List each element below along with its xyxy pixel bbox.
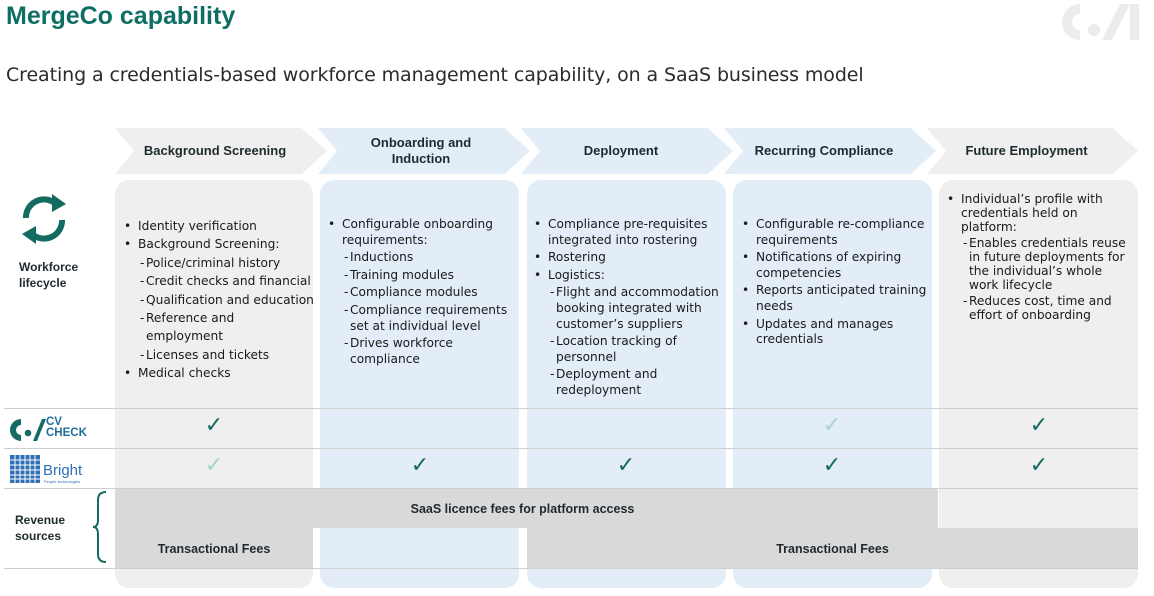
list-item: Medical checks bbox=[124, 364, 314, 383]
list-item: Individual’s profile with credentials he… bbox=[947, 192, 1133, 234]
list-item: Deployment and redeployment bbox=[534, 367, 722, 398]
stage-onboarding: Onboarding and Induction bbox=[318, 128, 530, 174]
list-item: Qualification and education bbox=[124, 291, 314, 310]
bracket-icon bbox=[92, 491, 107, 563]
transactional-band-right bbox=[527, 528, 1138, 568]
cvcheck-check-icon: ✓ bbox=[1029, 413, 1049, 438]
list-item: Reduces cost, time and effort of onboard… bbox=[947, 294, 1133, 322]
bright-tagline: People technologies bbox=[44, 479, 81, 484]
list-item: Notifications of expiring competencies bbox=[742, 250, 928, 281]
list-item: Identity verification bbox=[124, 217, 314, 236]
list-item: Training modules bbox=[328, 268, 514, 284]
list-item: Background Screening: bbox=[124, 235, 314, 254]
refresh-cycle-icon bbox=[22, 194, 66, 244]
bright-check-icon: ✓ bbox=[410, 453, 430, 478]
cvcheck-label-line1: CV bbox=[46, 416, 62, 428]
list-item: Compliance requirements set at individua… bbox=[328, 303, 514, 334]
bright-label: Bright bbox=[43, 462, 83, 479]
cvcheck-check-icon: ✓ bbox=[822, 413, 842, 438]
future-employment-list: Individual’s profile with credentials he… bbox=[947, 192, 1133, 322]
recurring-compliance-list: Configurable re-compliance requirements … bbox=[742, 217, 928, 348]
bright-grid-icon bbox=[10, 455, 40, 483]
bright-check-icon: ✓ bbox=[822, 453, 842, 478]
page-subtitle: Creating a credentials-based workforce m… bbox=[6, 64, 864, 86]
list-item: Rostering bbox=[534, 250, 722, 266]
list-item: Enables credentials reuse in future depl… bbox=[947, 236, 1133, 292]
onboarding-list: Configurable onboarding requirements: In… bbox=[328, 217, 514, 367]
stage-label: Onboarding and Induction bbox=[370, 135, 472, 166]
stage-label: Deployment bbox=[583, 143, 659, 158]
row-divider bbox=[4, 488, 1138, 489]
saas-band bbox=[115, 489, 938, 528]
list-item: Flight and accommodation booking integra… bbox=[534, 285, 722, 332]
cvcheck-label-line2: CHECK bbox=[46, 427, 87, 439]
row-divider bbox=[4, 448, 1138, 449]
transactional-fees-left: Transactional Fees bbox=[157, 542, 271, 556]
list-item: Compliance pre-requisites integrated int… bbox=[534, 217, 722, 248]
transactional-fees-right: Transactional Fees bbox=[776, 542, 889, 556]
stage-recurring-compliance: Recurring Compliance bbox=[724, 128, 936, 174]
list-item: Reference and employment bbox=[124, 309, 314, 346]
workforce-lifecycle-label: Workforce lifecycle bbox=[19, 260, 79, 290]
bright-check-icon: ✓ bbox=[204, 453, 224, 478]
bright-check-icon: ✓ bbox=[616, 453, 636, 478]
saas-fees-label: SaaS licence fees for platform access bbox=[410, 502, 635, 516]
stage-label: Recurring Compliance bbox=[754, 143, 894, 158]
cvcheck-logo-icon bbox=[10, 419, 46, 441]
stage-future-employment: Future Employment bbox=[927, 128, 1138, 174]
list-item: Logistics: bbox=[534, 268, 722, 284]
list-item: Compliance modules bbox=[328, 285, 514, 301]
list-item: Inductions bbox=[328, 250, 514, 266]
row-divider bbox=[4, 408, 1138, 409]
cvcheck-logo-icon bbox=[1062, 4, 1139, 40]
list-item: Licenses and tickets bbox=[124, 346, 314, 365]
transactional-band-left bbox=[115, 528, 313, 568]
list-item: Police/criminal history bbox=[124, 254, 314, 273]
stage-background-screening: Background Screening bbox=[115, 128, 327, 174]
page-title: MergeCo capability bbox=[6, 2, 236, 30]
list-item: Configurable onboarding requirements: bbox=[328, 217, 514, 248]
cvcheck-label: CV CHECK bbox=[46, 416, 87, 439]
bright-check-icon: ✓ bbox=[1029, 453, 1049, 478]
deployment-list: Compliance pre-requisites integrated int… bbox=[534, 217, 722, 399]
cvcheck-check-icon: ✓ bbox=[204, 413, 224, 438]
revenue-sources-label: Revenue sources bbox=[15, 513, 66, 543]
stage-label: Background Screening bbox=[143, 143, 287, 158]
background-screening-list: Identity verification Background Screeni… bbox=[124, 217, 314, 383]
list-item: Location tracking of personnel bbox=[534, 334, 722, 365]
row-divider bbox=[4, 568, 1138, 569]
list-item: Credit checks and financial bbox=[124, 272, 314, 291]
stage-deployment: Deployment bbox=[521, 128, 733, 174]
list-item: Drives workforce compliance bbox=[328, 336, 514, 367]
list-item: Configurable re-compliance requirements bbox=[742, 217, 928, 248]
list-item: Updates and manages credentials bbox=[742, 317, 928, 348]
stage-label: Future Employment bbox=[965, 143, 1088, 158]
list-item: Reports anticipated training needs bbox=[742, 283, 928, 314]
